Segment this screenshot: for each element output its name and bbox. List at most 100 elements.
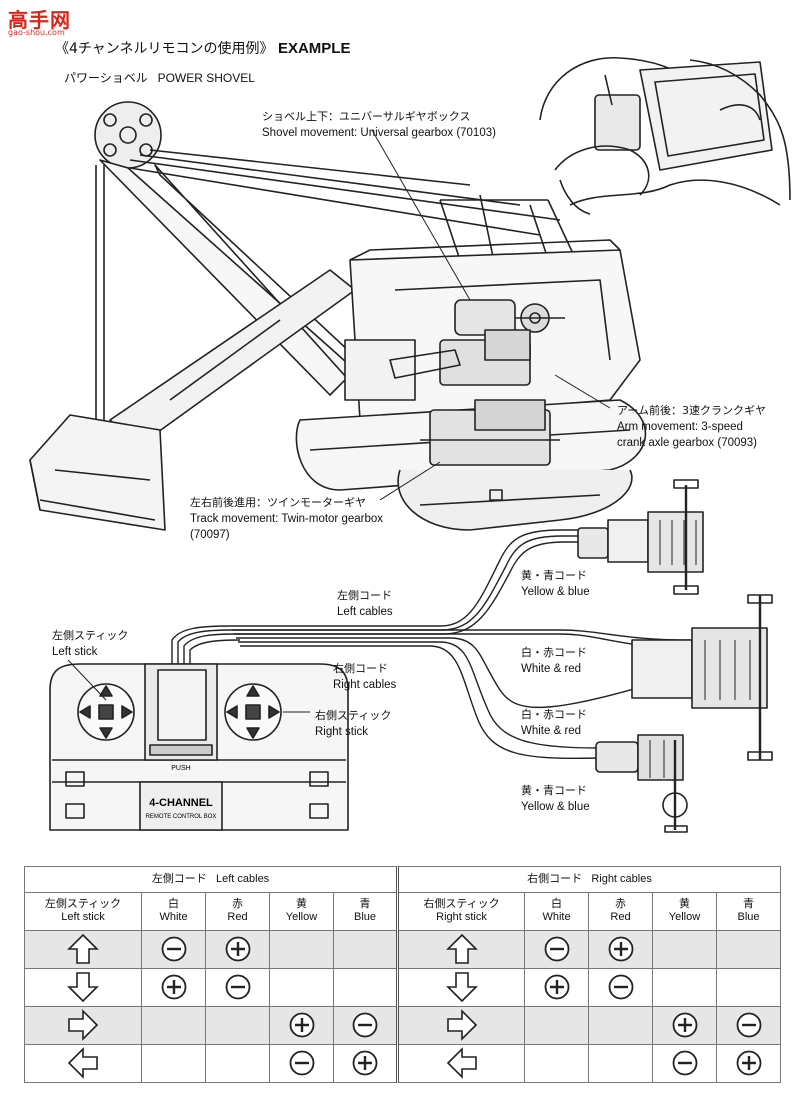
cable-1-jp: 黄・青コード <box>521 569 587 582</box>
right-cables-jp: 右側コード <box>333 662 388 675</box>
site-logo: 高手网 gao-shou.com <box>8 4 78 38</box>
polarity-cell <box>524 1043 589 1084</box>
heading-jp: 《4チャンネルリモコンの使用例》 <box>55 41 274 57</box>
callout-shovel-jp: ショベル上下：ユニバーサルギヤボックス <box>262 110 471 123</box>
polarity-cell <box>652 929 717 969</box>
polarity-cell <box>716 1005 781 1045</box>
polarity-cell <box>205 1043 270 1084</box>
cable-4-jp: 黄・青コード <box>521 784 587 797</box>
hand-transmitter-illustration <box>539 57 791 215</box>
minus-circle-icon <box>161 936 186 962</box>
polarity-cell <box>269 967 334 1007</box>
polarity-cell <box>588 1005 653 1045</box>
polarity-cell <box>716 929 781 969</box>
minus-circle-icon <box>736 1012 761 1038</box>
callout-arm-en2: crank axle gearbox (70093) <box>617 437 757 449</box>
polarity-cell <box>652 1005 717 1045</box>
column-header-jp: 右側スティック <box>423 898 500 911</box>
subheading-en: POWER SHOVEL <box>157 71 255 85</box>
column-header-jp: 赤 <box>615 898 626 911</box>
polarity-cell <box>333 1005 398 1045</box>
table-row <box>24 1043 781 1084</box>
stick-direction-cell <box>24 1005 142 1045</box>
polarity-cell <box>652 1043 717 1084</box>
cable-3-en: White & red <box>521 725 582 737</box>
label-right-stick: 右側スティック Right stick <box>315 708 391 740</box>
polarity-cell <box>205 1005 270 1045</box>
callout-track: 左右前後進用：ツインモーターギヤ Track movement: Twin-mo… <box>190 495 383 543</box>
gearbox-top-right <box>577 479 704 595</box>
polarity-cell <box>588 1043 653 1084</box>
polarity-cell <box>333 1043 398 1084</box>
callout-arm: アーム前後：3速クランクギヤ Arm movement: 3-speed cra… <box>617 403 766 451</box>
table-row <box>24 1005 781 1045</box>
minus-circle-icon <box>544 936 569 962</box>
callout-arm-en1: Arm movement: 3-speed <box>617 421 743 433</box>
right-group-jp: 右側コード <box>527 872 583 885</box>
left-group-jp: 左側コード <box>151 872 207 885</box>
column-header-en: Red <box>227 911 248 924</box>
page-subheading: パワーショベル POWER SHOVEL <box>64 69 255 86</box>
polarity-cell <box>141 1005 206 1045</box>
polarity-cell <box>205 929 270 969</box>
table-row <box>24 929 781 969</box>
polarity-cell <box>588 967 653 1007</box>
stick-direction-cell <box>396 1043 525 1084</box>
column-header-en: Right stick <box>436 911 487 924</box>
label-cable-1: 黄・青コード Yellow & blue <box>521 568 590 600</box>
label-right-cables: 右側コード Right cables <box>333 661 396 693</box>
minus-circle-icon <box>608 974 633 1000</box>
callout-track-jp: 左右前後進用：ツインモーターギヤ <box>190 496 366 509</box>
plus-circle-icon <box>225 936 250 962</box>
site-logo-chars: 高手网 <box>8 8 71 32</box>
minus-circle-icon <box>352 1012 378 1038</box>
polarity-cell <box>333 967 398 1007</box>
column-header-en: Blue <box>353 911 377 924</box>
polarity-cell <box>269 1005 334 1045</box>
gearbox-bottom-right <box>595 734 688 833</box>
polarity-cell <box>205 967 270 1007</box>
callout-shovel: ショベル上下：ユニバーサルギヤボックス Shovel movement: Uni… <box>262 109 496 141</box>
polarity-cell <box>588 929 653 969</box>
polarity-cell <box>716 1043 781 1084</box>
arrow-right-icon <box>446 1009 477 1042</box>
left-cables-en: Left cables <box>337 606 393 618</box>
cable-2-en: White & red <box>521 663 582 675</box>
column-header-en: White <box>542 911 571 924</box>
arrow-down-icon <box>445 972 478 1003</box>
plus-circle-icon <box>608 936 633 962</box>
polarity-cell <box>333 929 398 969</box>
plus-circle-icon <box>672 1012 697 1038</box>
stick-direction-cell <box>24 967 142 1007</box>
polarity-cell <box>269 1043 334 1084</box>
subheading-jp: パワーショベル <box>64 71 148 85</box>
left-stick-en: Left stick <box>52 646 98 658</box>
minus-circle-icon <box>225 974 250 1000</box>
label-cable-4: 黄・青コード Yellow & blue <box>521 783 590 815</box>
arrow-left-icon <box>446 1047 477 1080</box>
label-cable-2: 白・赤コード White & red <box>521 645 587 677</box>
label-left-stick: 左側スティック Left stick <box>52 628 128 660</box>
callout-arm-jp: アーム前後：3速クランクギヤ <box>617 404 767 417</box>
left-stick-jp: 左側スティック <box>52 629 129 642</box>
right-group-en: Right cables <box>591 872 652 885</box>
arrow-right-icon <box>68 1009 99 1042</box>
column-header-jp: 白 <box>168 898 179 911</box>
stick-direction-cell <box>24 929 142 969</box>
plus-circle-icon <box>161 974 186 1000</box>
column-header-en: Yellow <box>285 911 318 924</box>
arrow-up-icon <box>67 934 99 965</box>
stick-direction-cell <box>24 1043 142 1084</box>
plus-circle-icon <box>289 1012 314 1038</box>
power-shovel-illustration: PUSH 4-CHANNEL REMOTE CONTROL BOX <box>29 57 791 833</box>
table-group-header-row: 左側コード Left cables 右側コード Right cables <box>24 866 781 893</box>
plus-circle-icon <box>736 1051 761 1076</box>
column-header-jp: 黄 <box>679 898 690 911</box>
stick-direction-cell <box>396 1005 525 1045</box>
